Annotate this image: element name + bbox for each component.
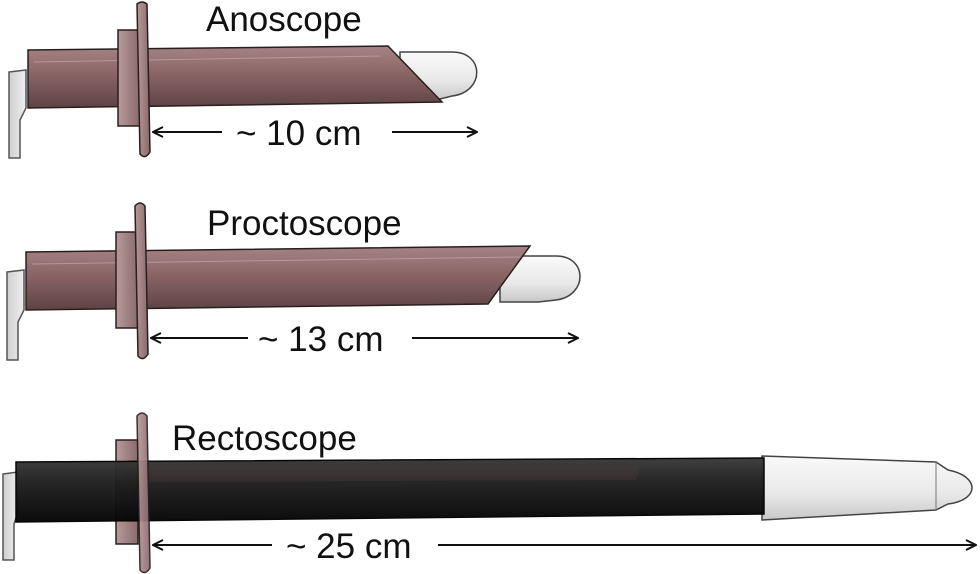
- proctoscope-handle: [6, 269, 25, 361]
- rectoscope-label: Rectoscope: [172, 419, 357, 458]
- rectoscope-flange: [136, 412, 151, 574]
- rectoscope-obturator-tip: [761, 455, 973, 521]
- proctoscope-label: Proctoscope: [207, 204, 402, 243]
- proctoscope-tube: [25, 245, 532, 311]
- rectoscope-length-arrow: ~ 25 cm: [153, 527, 976, 566]
- proctoscope-length-arrow: ~ 13 cm: [151, 320, 578, 359]
- anoscope-flange: [136, 1, 151, 158]
- proctoscope-illustration: [6, 202, 581, 361]
- anoscope-illustration: [8, 1, 478, 159]
- anoscope-label: Anoscope: [206, 0, 362, 39]
- proctoscope-flange: [134, 202, 149, 360]
- proctoscope-obturator-tip: [499, 255, 581, 303]
- rectoscope-tube: [15, 457, 765, 523]
- anoscope-tube: [27, 45, 444, 109]
- rectoscope-length-text: ~ 25 cm: [286, 527, 411, 566]
- anoscope-length-arrow: ~ 10 cm: [153, 114, 477, 153]
- proctoscope-length-text: ~ 13 cm: [258, 320, 383, 359]
- anoscope-handle: [8, 69, 27, 159]
- anoscope-length-text: ~ 10 cm: [236, 114, 361, 153]
- anoscope-collar: [117, 29, 141, 127]
- rectoscope-illustration: [2, 412, 973, 574]
- proctoscope-collar: [115, 231, 139, 329]
